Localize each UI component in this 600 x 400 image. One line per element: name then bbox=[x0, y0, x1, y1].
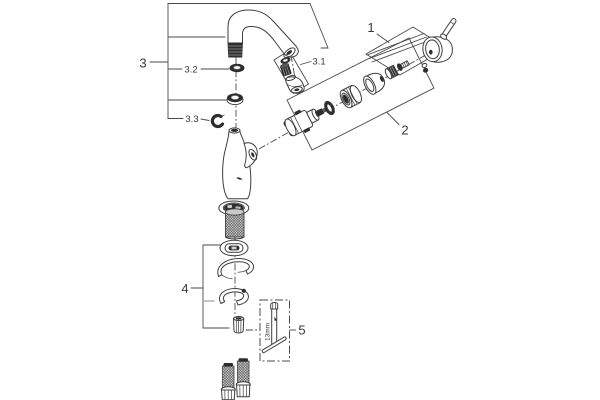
label-group-3-1: 3.1 bbox=[312, 57, 325, 68]
horseshoe-clamp bbox=[218, 287, 249, 306]
cartridge-drawing bbox=[283, 107, 327, 137]
spout-drawing bbox=[227, 9, 299, 59]
leader-3-1 bbox=[300, 61, 312, 65]
threaded-shank bbox=[224, 208, 245, 240]
mounting-hardware bbox=[217, 239, 255, 334]
leader-1-a bbox=[366, 33, 425, 56]
cartridge-port bbox=[243, 142, 258, 169]
cartridge-o-ring bbox=[324, 100, 335, 116]
label-group-3: 3 bbox=[139, 56, 146, 71]
label-group-3-3: 3.3 bbox=[185, 114, 198, 125]
callout-lines bbox=[149, 3, 448, 362]
retaining-clip bbox=[210, 113, 225, 129]
label-group-3-2: 3.2 bbox=[184, 65, 197, 76]
slip-ring bbox=[226, 93, 244, 106]
leader-3-3-b bbox=[200, 118, 210, 121]
dome-cap bbox=[363, 72, 386, 95]
labels: 1 2 3 3.1 3.2 3.3 4 5 13mm bbox=[139, 20, 408, 341]
aerator-housing bbox=[284, 74, 305, 94]
spout-o-ring bbox=[229, 63, 245, 73]
oval-mounting-flange bbox=[219, 239, 249, 257]
handle-plug bbox=[421, 62, 429, 73]
spacer-bracket bbox=[217, 258, 255, 279]
leader-1-b bbox=[369, 36, 427, 59]
label-group-2: 2 bbox=[401, 123, 408, 138]
faucet-body-drawing bbox=[218, 127, 258, 240]
hose-left bbox=[220, 363, 236, 400]
lever-handle bbox=[422, 18, 457, 63]
box-group-2 bbox=[286, 37, 435, 151]
ring-nut bbox=[339, 84, 363, 109]
bracket-group-4 bbox=[202, 244, 230, 329]
hose-right bbox=[235, 358, 251, 398]
label-tool-size: 13mm bbox=[265, 323, 272, 341]
supply-hoses bbox=[220, 358, 251, 400]
label-group-5: 5 bbox=[298, 323, 305, 338]
mounting-nut bbox=[233, 316, 245, 334]
label-group-4: 4 bbox=[181, 281, 188, 296]
leader-label-2 bbox=[386, 112, 400, 125]
socket-tool bbox=[261, 302, 287, 354]
logo-mark bbox=[236, 177, 243, 180]
aerator-assembly bbox=[279, 57, 305, 94]
label-group-1: 1 bbox=[367, 20, 374, 35]
parts bbox=[210, 9, 457, 400]
aerator-o-ring bbox=[280, 57, 291, 64]
leader-label-1 bbox=[376, 33, 390, 43]
box-group-3 bbox=[167, 3, 329, 119]
leader-1-c bbox=[371, 40, 430, 63]
box-group-5 bbox=[259, 299, 290, 362]
handle-screw bbox=[396, 60, 410, 71]
explosion-axes bbox=[234, 42, 448, 331]
aerator-bushing bbox=[279, 63, 292, 77]
adapter-bushing bbox=[384, 64, 399, 80]
